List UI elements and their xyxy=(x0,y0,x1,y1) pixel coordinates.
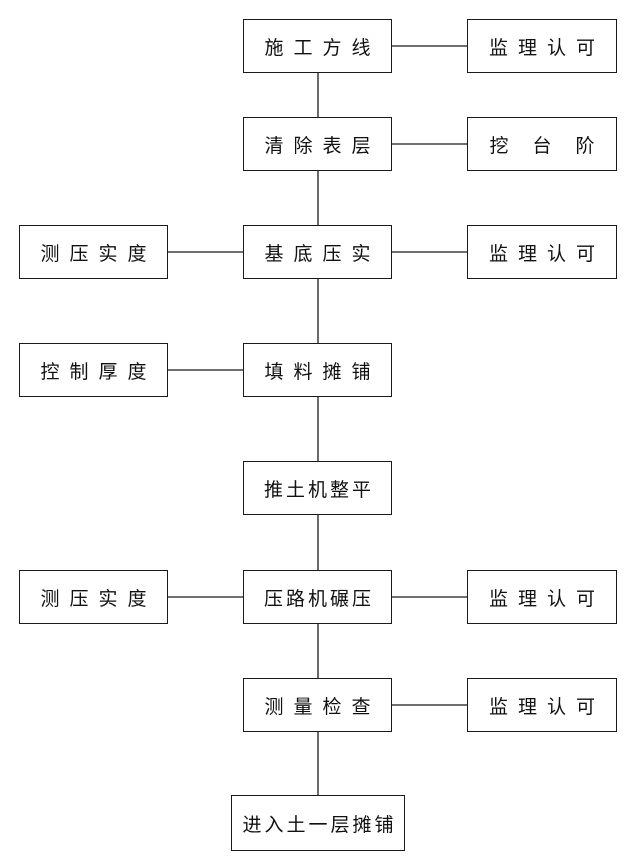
right-note-box-3: 监理认可 xyxy=(467,225,617,279)
left-note-box-2: 控制厚度 xyxy=(19,343,168,397)
step-box-8: 进入土一层摊铺 xyxy=(231,795,405,851)
right-note-box-1: 监理认可 xyxy=(467,19,617,73)
step-box-6: 压路机碾压 xyxy=(243,570,392,624)
step-box-7: 测量检查 xyxy=(243,678,392,732)
step-box-4: 填料摊铺 xyxy=(243,343,392,397)
right-note-box-2: 挖台阶 xyxy=(467,117,617,171)
left-note-box-1: 测压实度 xyxy=(19,225,168,279)
step-box-1: 施工方线 xyxy=(243,19,392,73)
step-box-5: 推土机整平 xyxy=(243,461,392,515)
step-box-2: 清除表层 xyxy=(243,117,392,171)
step-box-3: 基底压实 xyxy=(243,225,392,279)
right-note-box-5: 监理认可 xyxy=(467,678,617,732)
left-note-box-3: 测压实度 xyxy=(19,570,168,624)
right-note-box-4: 监理认可 xyxy=(467,570,617,624)
